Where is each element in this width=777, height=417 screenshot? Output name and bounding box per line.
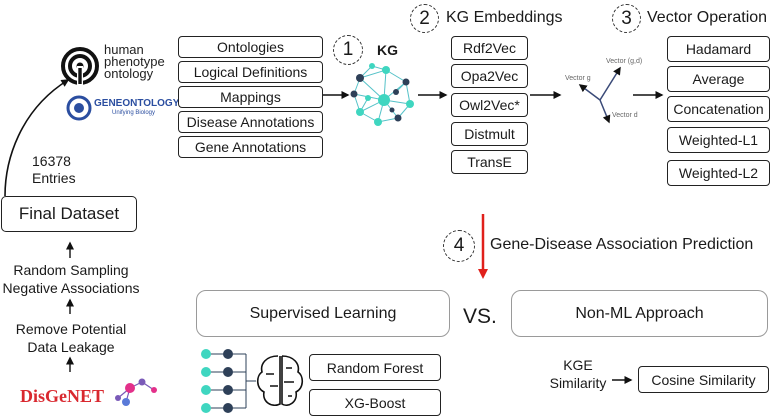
remove-leakage-line-1: Remove Potential	[15, 321, 127, 337]
kge-line-1: KGE	[563, 357, 593, 373]
final-dataset-box: Final Dataset	[1, 196, 137, 232]
op-concatenation: Concatenation	[667, 96, 770, 122]
entries-label: 16378 Entries	[32, 153, 76, 187]
neural-network-graphic	[201, 349, 256, 413]
cosine-similarity-box: Cosine Similarity	[638, 366, 769, 393]
remove-leakage-step: Remove Potential Data Leakage	[0, 320, 142, 356]
entries-count: 16378	[32, 153, 71, 169]
op-weighted-l1: Weighted-L1	[667, 127, 770, 153]
input-logical-definitions: Logical Definitions	[178, 61, 323, 83]
hpo-logo: human phenotype ontology	[60, 42, 190, 88]
geneontology-logo-icon	[66, 95, 92, 121]
kg-network-graphic	[350, 63, 414, 126]
geneontology-logo: GENEONTOLOGY Unifying Biology	[66, 95, 179, 123]
hpo-logo-icon	[61, 47, 99, 86]
kg-embeddings-title: KG Embeddings	[446, 9, 563, 26]
kg-title: KG	[377, 42, 398, 58]
random-sampling-step: Random Sampling Negative Associations	[0, 261, 142, 297]
op-hadamard: Hadamard	[667, 36, 770, 62]
vector-g-label: Vector g	[565, 75, 591, 82]
disgenet-molecule-graphic	[115, 378, 157, 406]
non-ml-approach-box: Non-ML Approach	[511, 290, 768, 337]
step-1-badge: 1	[333, 35, 363, 65]
kge-similarity-label: KGE Similarity	[548, 356, 608, 392]
random-forest-box: Random Forest	[309, 354, 441, 381]
vector-d-label: Vector d	[612, 112, 638, 119]
disgenet-logo: DisGeNET	[20, 386, 105, 406]
hpo-line-2: phenotype	[104, 54, 165, 69]
step-2-badge: 2	[410, 4, 439, 33]
kge-line-2: Similarity	[549, 375, 607, 391]
embedding-opa2vec: Opa2Vec	[451, 64, 528, 88]
embedding-owl2vec: Owl2Vec*	[451, 93, 528, 117]
random-sampling-line-1: Random Sampling	[13, 262, 129, 278]
embedding-transe: TransE	[451, 150, 528, 174]
remove-leakage-line-2: Data Leakage	[27, 339, 115, 355]
embedding-distmult: Distmult	[451, 122, 528, 146]
embedding-rdf2vec: Rdf2Vec	[451, 36, 528, 60]
hpo-line-1: human	[104, 42, 144, 57]
xgboost-box: XG-Boost	[309, 389, 441, 416]
input-ontologies: Ontologies	[178, 36, 323, 58]
input-mappings: Mappings	[178, 86, 323, 108]
input-gene-annotations: Gene Annotations	[178, 136, 323, 158]
step-3-badge: 3	[612, 4, 641, 33]
input-disease-annotations: Disease Annotations	[178, 111, 323, 133]
supervised-learning-box: Supervised Learning	[196, 290, 450, 337]
go-tagline: Unifying Biology	[112, 110, 156, 116]
vector-operation-title: Vector Operation	[647, 9, 768, 26]
versus-label: VS.	[463, 305, 497, 328]
vector-gd-label: Vector (g,d)	[606, 58, 643, 65]
prediction-title: Gene-Disease Association Prediction	[490, 236, 754, 253]
step-4-badge: 4	[443, 230, 475, 262]
random-sampling-line-2: Negative Associations	[2, 280, 140, 296]
op-weighted-l2: Weighted-L2	[667, 160, 770, 186]
entries-text: Entries	[32, 170, 76, 186]
go-name: GENEONTOLOGY	[94, 98, 180, 109]
op-average: Average	[667, 66, 770, 92]
brain-icon	[256, 355, 304, 407]
dataset-to-ontology-arrow	[4, 79, 70, 197]
vector-diagram	[578, 66, 621, 124]
hpo-line-3: ontology	[104, 66, 154, 81]
